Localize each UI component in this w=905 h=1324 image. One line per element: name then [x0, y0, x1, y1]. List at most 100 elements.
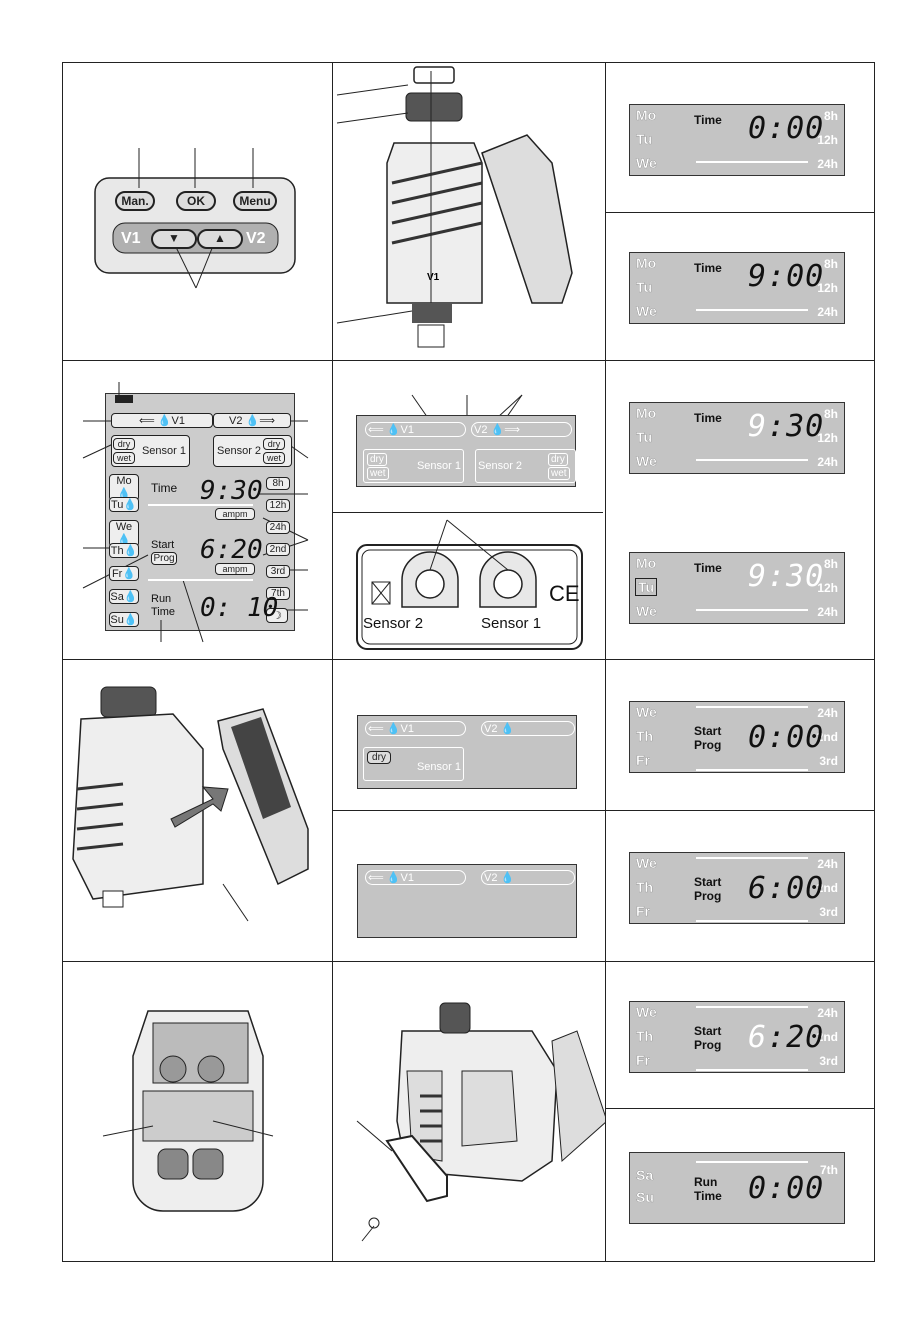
sensor1-label: Sensor 1 — [141, 445, 186, 457]
ok-button[interactable]: OK — [176, 191, 216, 211]
minute-digits: 00 — [786, 259, 825, 294]
day-sa-label: Sa — [636, 1167, 654, 1183]
controller-back-illustration — [102, 1010, 274, 1212]
v2-label: V2 — [246, 230, 266, 247]
man-button[interactable]: Man. — [115, 191, 155, 211]
day-we-label: We — [636, 704, 657, 720]
wet-tag: wet — [263, 452, 285, 464]
v2-arrow-box: V2 💧 — [481, 721, 575, 736]
minute-digits: 20 — [786, 1020, 825, 1055]
dry-tag: dry — [113, 438, 135, 450]
mode-label-word: Time — [694, 411, 722, 425]
range-24h-label: 24h — [817, 605, 838, 619]
mode-label-word: Prog — [694, 1038, 722, 1052]
minute-digits: 30 — [786, 409, 825, 444]
range-12h-label: 12h — [817, 581, 838, 595]
minute-digits: 00 — [786, 1171, 825, 1206]
divider-bar — [696, 920, 808, 922]
range-3rd-label: 3rd — [819, 905, 838, 919]
range-3rd-label: 3rd — [819, 1054, 838, 1068]
mode-label-word: Prog — [694, 738, 722, 752]
mode-label-word: Time — [694, 261, 722, 275]
day-we-label: We — [636, 453, 657, 469]
wet-tag: wet — [113, 452, 135, 464]
svg-text:V1: V1 — [427, 272, 440, 283]
colon: : — [767, 559, 787, 594]
day-th-box: Th💧 — [109, 543, 139, 558]
day-mo-box: Mo💧 — [109, 474, 139, 501]
range-3rd-box: 3rd — [266, 565, 290, 578]
moon-icon: ☽ — [266, 608, 288, 623]
menu-button[interactable]: Menu — [233, 191, 277, 211]
sensor-ports-diagram — [356, 519, 583, 650]
minute-digits: 00 — [786, 720, 825, 755]
time-digits: 6:20 — [748, 1020, 824, 1055]
day-mo-label: Mo — [636, 405, 657, 421]
range-2nd-box: 2nd — [266, 543, 290, 556]
full-display-callouts — [82, 382, 309, 643]
ce-mark: CE — [549, 581, 580, 606]
grid-divider — [63, 961, 874, 962]
hour-digits: 6 — [748, 1020, 768, 1055]
range-24h-label: 24h — [817, 305, 838, 319]
day-tu-box: Tu💧 — [109, 497, 139, 512]
sensor1-label: Sensor 1 — [416, 761, 461, 773]
sensor2-label: Sensor 2 — [478, 460, 523, 472]
colon: : — [767, 1020, 787, 1055]
v2-label: V2 — [484, 723, 498, 735]
time-digits: 0:00 — [748, 111, 824, 146]
range-12h-box: 12h — [266, 499, 290, 512]
v1-label: V1 — [400, 723, 414, 735]
controller-mount-illustration — [72, 686, 309, 922]
day-tu-label: Tu — [636, 131, 653, 147]
day-we-label: We — [636, 155, 657, 171]
day-tu-label: Tu — [636, 429, 653, 445]
mode-label-word: Time — [694, 1189, 722, 1203]
divider-bar — [696, 1069, 808, 1071]
day-we-label: We — [636, 603, 657, 619]
divider-bar — [696, 161, 808, 163]
minute-digits: 00 — [786, 871, 825, 906]
grid-divider — [605, 63, 606, 1261]
range-7th-label: 7th — [820, 1163, 838, 1177]
range-8h-label: 8h — [823, 407, 838, 421]
hour-digits: 0 — [748, 720, 768, 755]
range-12h-label: 12h — [817, 133, 838, 147]
day-fr-label: Fr — [636, 903, 650, 919]
colon: : — [767, 1171, 787, 1206]
sensor2-label: Sensor 2 — [217, 445, 262, 457]
range-24h-box: 24h — [266, 521, 290, 534]
v1-arrow-box: ⟸ 💧V1 — [365, 870, 466, 885]
mode-label: Time — [694, 113, 722, 127]
divider-bar — [696, 706, 808, 708]
hour-digits: 9 — [748, 559, 768, 594]
port-sensor1-label: Sensor 1 — [481, 615, 542, 632]
ampm-tag: ampm — [215, 563, 255, 575]
day-th-label: Th — [636, 879, 654, 895]
dry-tag: dry — [548, 453, 568, 466]
day-mo-label: Mo — [636, 555, 657, 571]
start-label: Start — [151, 539, 175, 551]
dry-tag: dry — [367, 751, 391, 764]
down-arrow-button[interactable]: ▼ — [151, 229, 197, 249]
day-su-box: Su💧 — [109, 612, 139, 627]
v1-label: V1 — [171, 415, 185, 427]
sensor2-box: Sensor 2 — [475, 449, 576, 483]
valve-bracket-illustration — [356, 1002, 605, 1242]
time-digits: 6:00 — [748, 871, 824, 906]
port-sensor2-label: Sensor 2 — [363, 615, 424, 632]
grid-divider — [63, 360, 874, 361]
colon: : — [767, 409, 787, 444]
mode-label: Time — [694, 411, 722, 425]
up-arrow-button[interactable]: ▲ — [197, 229, 243, 249]
v1-arrow-box: ⟸ 💧V1 — [111, 413, 213, 428]
hour-digits: 9 — [748, 409, 768, 444]
v1-label: V1 — [121, 230, 141, 247]
ampm-tag: ampm — [215, 508, 255, 520]
